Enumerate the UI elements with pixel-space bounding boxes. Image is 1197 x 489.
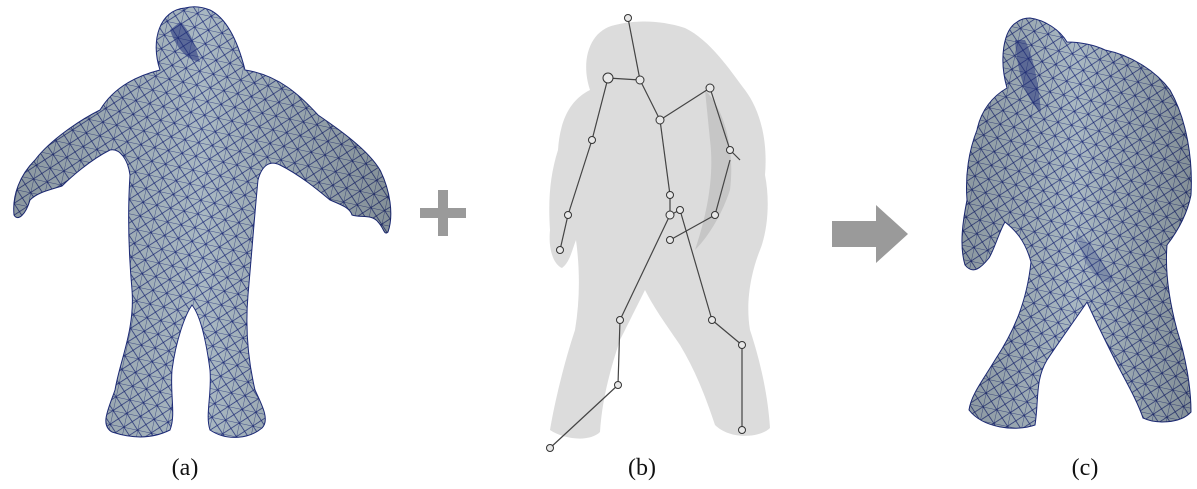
right-arrow-icon	[832, 205, 910, 263]
skeleton-figure	[520, 0, 800, 455]
plus-icon	[418, 188, 470, 240]
plus-operator	[418, 188, 470, 240]
caption-a: (a)	[145, 455, 225, 482]
ghost-body	[549, 22, 770, 439]
caption-b: (b)	[602, 455, 682, 482]
panel-b	[520, 0, 800, 455]
arrow-operator	[832, 205, 910, 263]
panel-a	[0, 0, 420, 450]
panel-c	[955, 0, 1197, 450]
posed-mesh-figure	[955, 0, 1197, 450]
caption-c: (c)	[1045, 455, 1125, 482]
mesh-model-figure	[0, 0, 420, 450]
posed-mesh-body	[962, 18, 1191, 428]
mesh-body	[14, 7, 391, 438]
